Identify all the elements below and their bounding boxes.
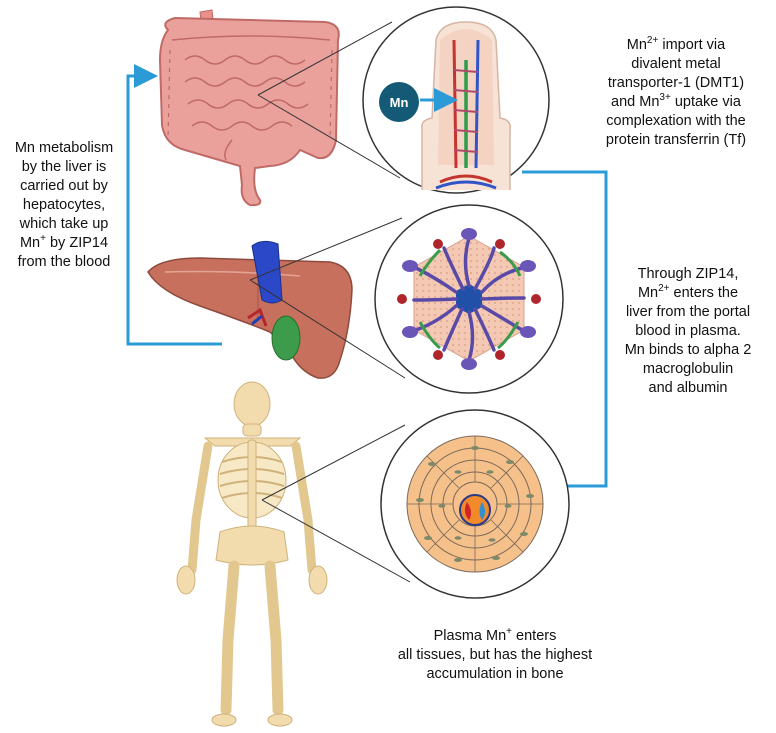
bone-osteon-magnification [380,409,570,599]
liver-metabolism-caption: Mn metabolism by the liver is carried ou… [14,140,114,270]
intestine-illustration [158,9,340,207]
zip14-caption: Through ZIP14, Mn2+ enters the liver fro… [624,266,752,396]
flow-arrows [126,64,608,498]
dmt1-import-caption: Mn2+ import via divalent metal transport… [605,35,747,148]
mn-ion-badge [379,82,419,122]
skeleton-illustration [176,381,328,727]
liver-illustration [147,240,353,379]
villus-magnification: Mn [362,6,550,194]
magnification-lines [249,21,411,583]
hepatic-lobule-magnification [374,204,564,394]
mn-ion-label: Mn [390,95,409,110]
plasma-bone-caption: Plasma Mn+ enters all tissues, but has t… [397,626,593,682]
